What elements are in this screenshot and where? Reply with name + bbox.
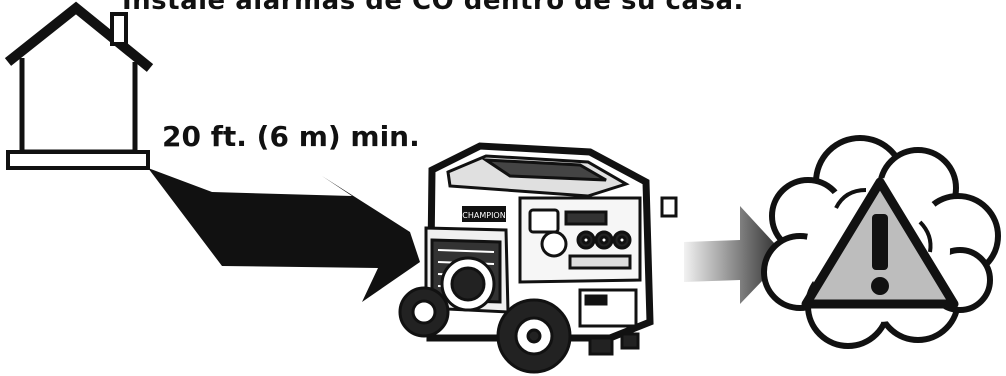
arrow-icon — [148, 168, 420, 302]
generator-brand: CHAMPION — [462, 211, 505, 220]
house-icon — [8, 8, 150, 168]
generator-icon: CHAMPION — [400, 146, 676, 372]
distance-label: 20 ft. (6 m) min. — [162, 120, 420, 153]
